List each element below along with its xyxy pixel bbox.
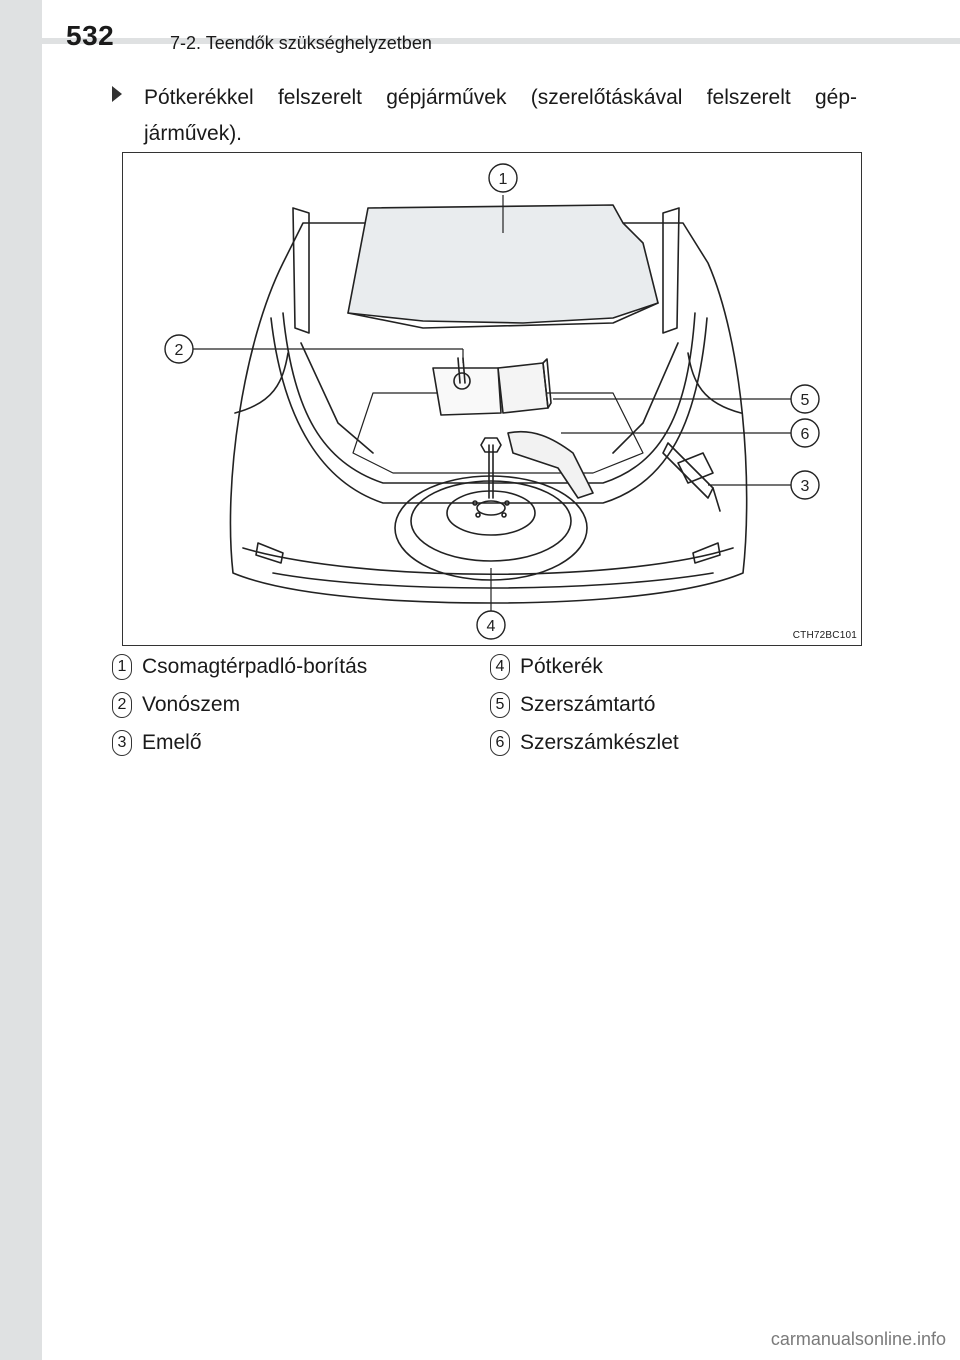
legend-number: 1 — [112, 654, 132, 680]
callout-3: 3 — [801, 478, 810, 495]
legend-number: 2 — [112, 692, 132, 718]
legend-item: 3 Emelő — [112, 726, 202, 760]
legend-label: Szerszámtartó — [520, 693, 656, 716]
legend-item: 6 Szerszámkészlet — [490, 726, 679, 760]
legend-label: Emelő — [142, 731, 202, 754]
legend-item: 4 Pótkerék — [490, 650, 603, 684]
callout-6: 6 — [801, 426, 810, 443]
legend-label: Pótkerék — [520, 655, 603, 678]
legend-number: 3 — [112, 730, 132, 756]
header-bar — [0, 38, 960, 44]
callout-1: 1 — [499, 171, 508, 188]
callout-5: 5 — [801, 392, 810, 409]
legend-label: Vonószem — [142, 693, 241, 716]
legend-number: 4 — [490, 654, 510, 680]
car-body — [229, 222, 748, 604]
side-strip — [0, 0, 42, 1360]
legend-label: Csomagtérpadló-borítás — [142, 655, 368, 678]
intro-text: Pótkerékkel felszerelt gépjárművek (szer… — [144, 86, 857, 145]
intro-bullet: Pótkerékkel felszerelt gépjárművek (szer… — [112, 80, 857, 152]
legend-item: 1 Csomagtérpadló-borítás — [112, 650, 367, 684]
legend-number: 5 — [490, 692, 510, 718]
trunk-illustration: 1 2 3 4 5 6 CTH72BC101 — [122, 152, 862, 646]
legend-label: Szerszámkészlet — [520, 731, 679, 754]
legend-item: 5 Szerszámtartó — [490, 688, 655, 722]
floor-board — [347, 204, 659, 324]
arrow-right-icon — [112, 86, 122, 102]
watermark: carmanualsonline.info — [770, 1329, 946, 1349]
legend-number: 6 — [490, 730, 510, 756]
figure-code: CTH72BC101 — [792, 630, 857, 641]
callout-2: 2 — [175, 342, 184, 359]
trunk-drawing: 1 2 3 4 5 6 — [164, 163, 820, 640]
legend-item: 2 Vonószem — [112, 688, 240, 722]
section-title: 7-2. Teendők szükséghelyzetben — [170, 33, 432, 53]
page-number: 532 — [66, 20, 115, 51]
callout-4: 4 — [487, 618, 496, 635]
